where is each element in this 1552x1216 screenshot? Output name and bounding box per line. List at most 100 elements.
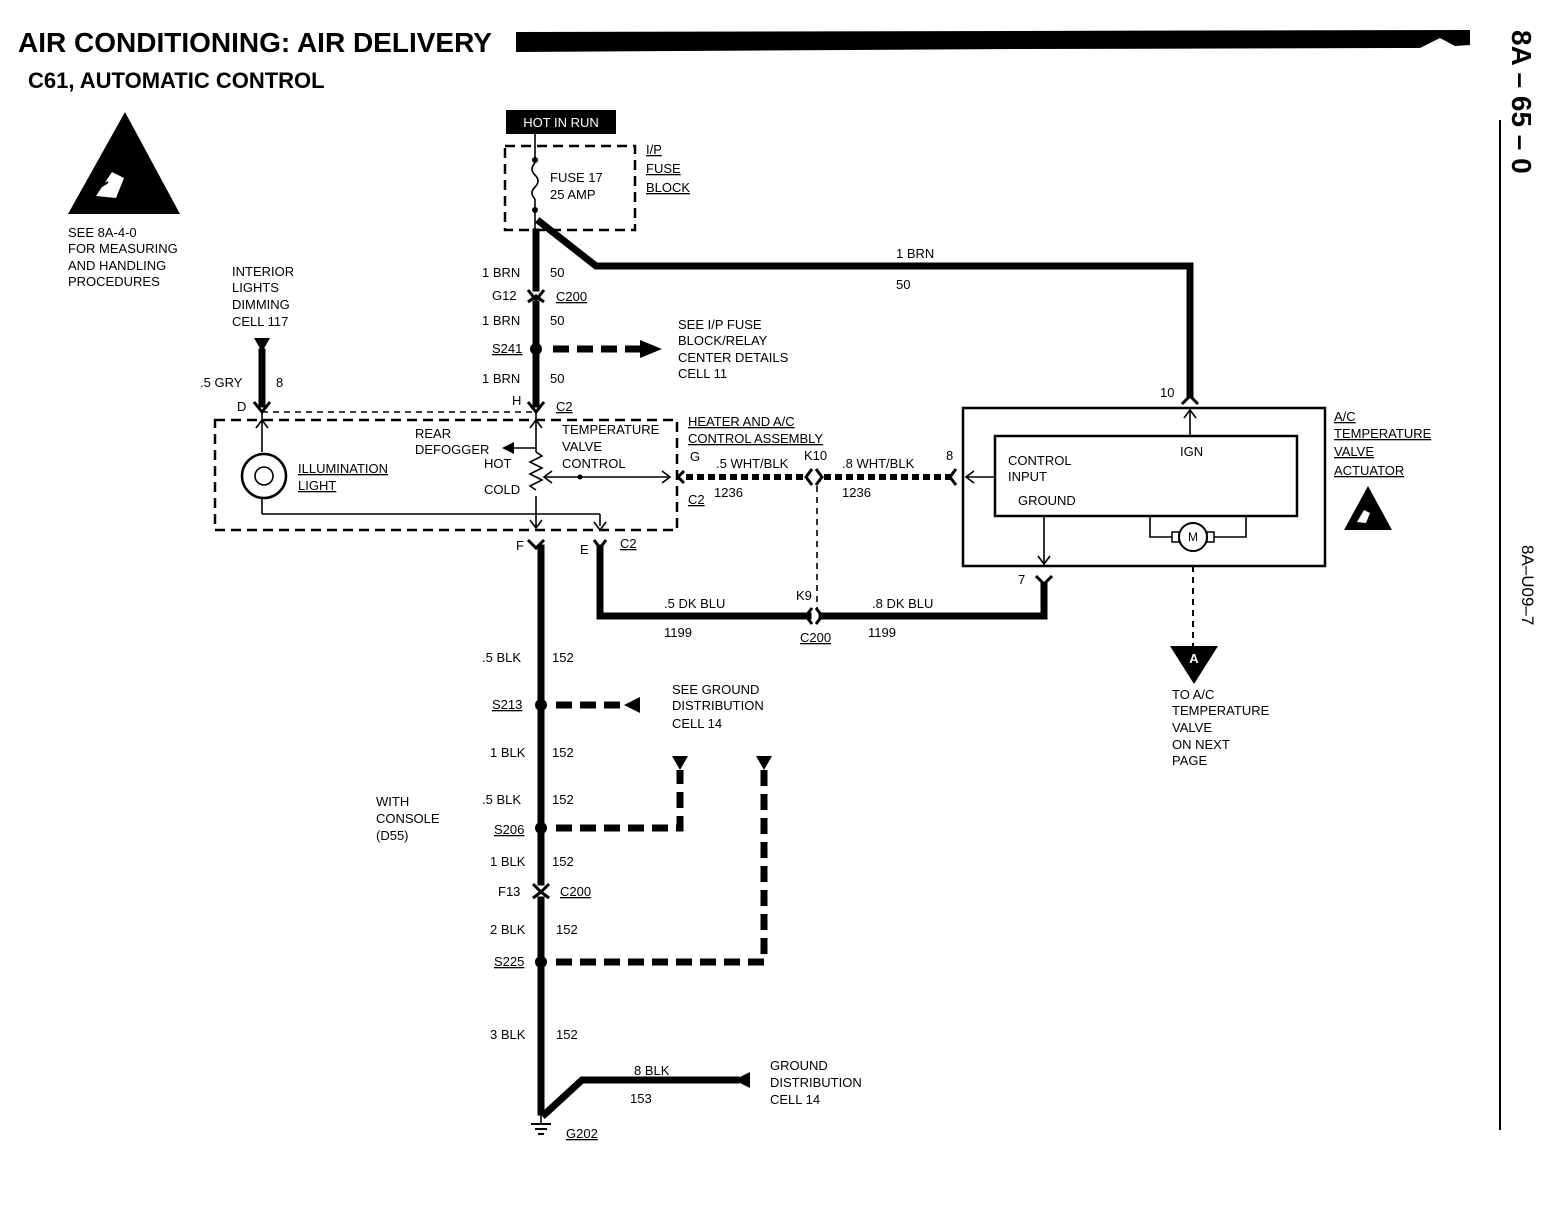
wire-circuit: 152 bbox=[552, 854, 574, 869]
reference-note: DISTRIBUTION bbox=[770, 1075, 862, 1090]
hot-in-run-label-box bbox=[506, 110, 616, 134]
fuse-rating: 25 AMP bbox=[550, 187, 596, 202]
offpage-marker-label: A bbox=[1189, 651, 1199, 666]
motor-brush bbox=[1171, 531, 1180, 543]
fuse-block-label: I/P bbox=[646, 142, 662, 157]
connector-g12 bbox=[527, 294, 545, 304]
reference-note: INTERIOR bbox=[232, 264, 294, 279]
dimming-feed-arrow-icon bbox=[254, 338, 270, 352]
arrow-down-icon bbox=[529, 519, 543, 530]
pin-label: E bbox=[580, 542, 589, 557]
splice-label: S241 bbox=[492, 341, 522, 356]
actuator-label: INPUT bbox=[1008, 469, 1047, 484]
wire-console-ground bbox=[556, 770, 684, 832]
splice-s225 bbox=[535, 956, 547, 968]
wire-circuit: 1236 bbox=[714, 485, 743, 500]
figure-id: 8A–U09–7 bbox=[1518, 545, 1537, 625]
connector-label: C2 bbox=[556, 399, 573, 414]
wire-circuit: 1236 bbox=[842, 485, 871, 500]
ground-label: G202 bbox=[566, 1126, 598, 1141]
motor-brush bbox=[1206, 531, 1215, 543]
wire-label: 2 BLK bbox=[490, 922, 526, 937]
offpage-connector-a bbox=[1170, 646, 1218, 684]
fuse-block-outline bbox=[503, 144, 637, 232]
connector-label: C200 bbox=[800, 630, 831, 645]
connector-label: K9 bbox=[796, 588, 812, 603]
pin-label: 7 bbox=[1018, 572, 1025, 587]
splice-s213 bbox=[535, 699, 547, 711]
reference-note: WITH bbox=[376, 794, 409, 809]
esd-note-line: FOR MEASURING bbox=[68, 241, 178, 256]
page-subtitle: C61, AUTOMATIC CONTROL bbox=[28, 68, 325, 93]
component-label: ILLUMINATION bbox=[298, 461, 388, 476]
arrow-right-icon bbox=[640, 340, 662, 358]
component-label: HOT bbox=[484, 456, 512, 471]
control-assembly-outline bbox=[213, 418, 679, 532]
component-label: ACTUATOR bbox=[1334, 463, 1404, 478]
component-label: A/C bbox=[1334, 409, 1356, 424]
hot-in-run-label: HOT IN RUN bbox=[523, 115, 599, 130]
wire-8dkblu-1199 bbox=[818, 582, 1048, 620]
wire-label: .8 WHT/BLK bbox=[842, 456, 915, 471]
wire-circuit: 152 bbox=[552, 792, 574, 807]
arrow-left-icon bbox=[502, 442, 514, 454]
connector-label: G12 bbox=[492, 288, 517, 303]
pin-label: G bbox=[690, 449, 700, 464]
esd-note-line: SEE 8A-4-0 bbox=[68, 225, 137, 240]
pin-label: D bbox=[237, 399, 246, 414]
wire-label: 8 BLK bbox=[634, 1063, 670, 1078]
console-feed-arrow-icon bbox=[672, 756, 688, 770]
arrow-left-icon bbox=[624, 697, 640, 713]
wire-label: 1 BRN bbox=[482, 313, 520, 328]
wire-circuit: 50 bbox=[550, 265, 564, 280]
connector-label: C200 bbox=[560, 884, 591, 899]
actuator-outline bbox=[961, 406, 1327, 568]
wire-label: 3 BLK bbox=[490, 1027, 526, 1042]
component-label: CONTROL ASSEMBLY bbox=[688, 431, 823, 446]
wire-1brn-50-to-actuator bbox=[535, 217, 1194, 399]
offpage-note: ON NEXT bbox=[1172, 737, 1230, 752]
wire-8blk-153 bbox=[540, 1076, 740, 1119]
connector-k9 bbox=[804, 607, 814, 625]
splice-label: S225 bbox=[494, 954, 524, 969]
esd-warning-icon bbox=[68, 112, 180, 214]
offpage-note: TO A/C bbox=[1172, 687, 1214, 702]
component-label: HEATER AND A/C bbox=[688, 414, 795, 429]
wire-label: .5 WHT/BLK bbox=[716, 456, 789, 471]
wire-label: .5 BLK bbox=[482, 792, 521, 807]
connector-k10 bbox=[804, 468, 814, 486]
console-feed-arrow-icon bbox=[756, 756, 772, 770]
offpage-note: VALVE bbox=[1172, 720, 1212, 735]
component-label: TEMPERATURE bbox=[562, 422, 660, 437]
actuator-label: GROUND bbox=[1018, 493, 1076, 508]
wire-circuit: 1199 bbox=[868, 625, 896, 640]
esd-warning-icon bbox=[1344, 486, 1392, 530]
fuse-name: FUSE 17 bbox=[550, 170, 603, 185]
reference-note: CELL 14 bbox=[672, 716, 722, 731]
component-label: VALVE bbox=[562, 439, 602, 454]
reference-note: CELL 11 bbox=[678, 366, 727, 381]
wire-label: 1 BLK bbox=[490, 854, 526, 869]
pin-label: 8 bbox=[946, 448, 953, 463]
connector-label: K10 bbox=[804, 448, 827, 463]
reference-note: CELL 14 bbox=[770, 1092, 820, 1107]
wire-circuit: 152 bbox=[556, 1027, 578, 1042]
illumination-bulb-icon bbox=[254, 466, 274, 486]
arrow-up-icon bbox=[1183, 408, 1197, 419]
arrow-up-icon bbox=[255, 418, 269, 429]
splice-s241 bbox=[530, 343, 542, 355]
pin-label: F bbox=[516, 538, 524, 553]
reference-note: DIMMING bbox=[232, 297, 290, 312]
arrow-left-icon bbox=[734, 1072, 750, 1088]
component-label: COLD bbox=[484, 482, 520, 497]
fuse-terminal bbox=[532, 157, 538, 163]
component-label: TEMPERATURE bbox=[1334, 426, 1432, 441]
motor-label: M bbox=[1188, 530, 1198, 544]
reference-note: (D55) bbox=[376, 828, 409, 843]
pin-label: H bbox=[512, 393, 521, 408]
component-label: LIGHT bbox=[298, 478, 336, 493]
temperature-potentiometer bbox=[528, 451, 544, 491]
wire-label: .8 DK BLU bbox=[872, 596, 933, 611]
pin-8-terminal bbox=[948, 468, 958, 486]
